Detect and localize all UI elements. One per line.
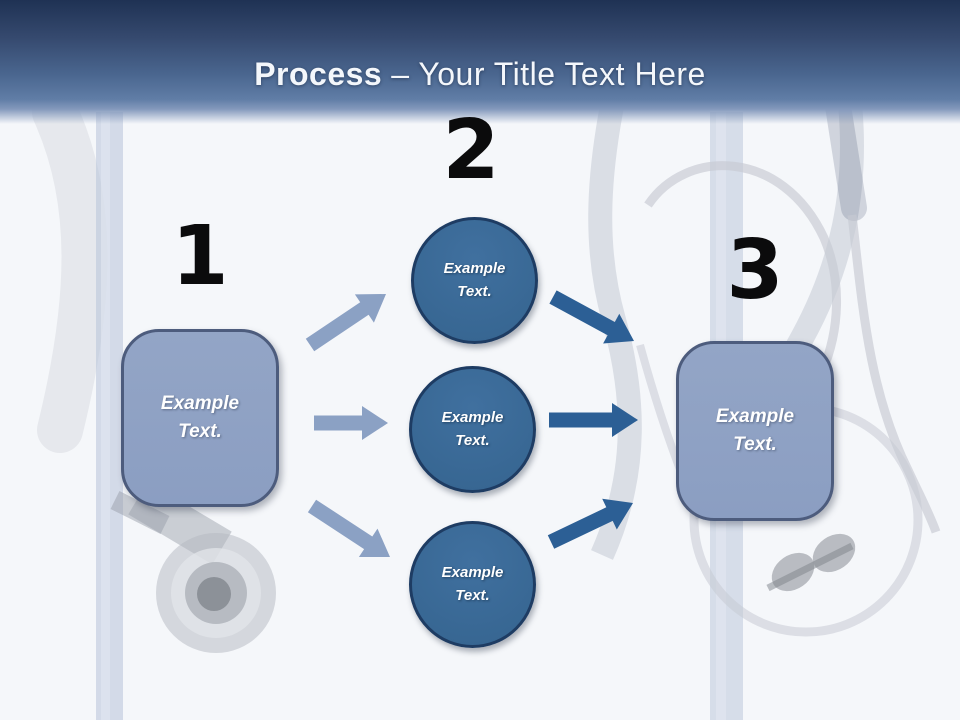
title-keyword: Process bbox=[254, 56, 383, 92]
step-2-circle-3-label: Example Text. bbox=[441, 564, 504, 604]
step-3-box-label: Example Text. bbox=[715, 406, 795, 455]
step-1-number[interactable]: 1 bbox=[171, 209, 229, 304]
step-2-circle-2-label: Example Text. bbox=[441, 409, 504, 449]
step-2-circle-2[interactable]: Example Text. bbox=[409, 366, 536, 493]
step-2-circle-3[interactable]: Example Text. bbox=[409, 521, 536, 648]
step-1-box-label: Example Text. bbox=[160, 393, 240, 442]
arrow-circle1-to-box3-icon[interactable] bbox=[549, 290, 634, 344]
step-2-circle-1-label: Example Text. bbox=[443, 260, 506, 300]
step-3-number[interactable]: 3 bbox=[726, 223, 784, 318]
arrow-circle3-to-box3-icon[interactable] bbox=[547, 498, 633, 549]
arrow-box1-to-circle1-icon[interactable] bbox=[305, 294, 386, 352]
step-2-circle-1[interactable]: Example Text. bbox=[411, 217, 538, 344]
step-3-box[interactable]: Example Text. bbox=[676, 341, 834, 521]
step-1-box[interactable]: Example Text. bbox=[121, 329, 279, 507]
arrow-circle2-to-box3-icon[interactable] bbox=[549, 403, 638, 437]
slide-title[interactable]: Process– Your Title Text Here bbox=[0, 54, 960, 94]
arrow-box1-to-circle3-icon[interactable] bbox=[307, 499, 390, 557]
title-subtitle: – Your Title Text Here bbox=[391, 56, 706, 92]
step-2-number[interactable]: 2 bbox=[442, 103, 500, 198]
arrow-box1-to-circle2-icon[interactable] bbox=[314, 406, 388, 440]
title-bar bbox=[0, 0, 960, 124]
